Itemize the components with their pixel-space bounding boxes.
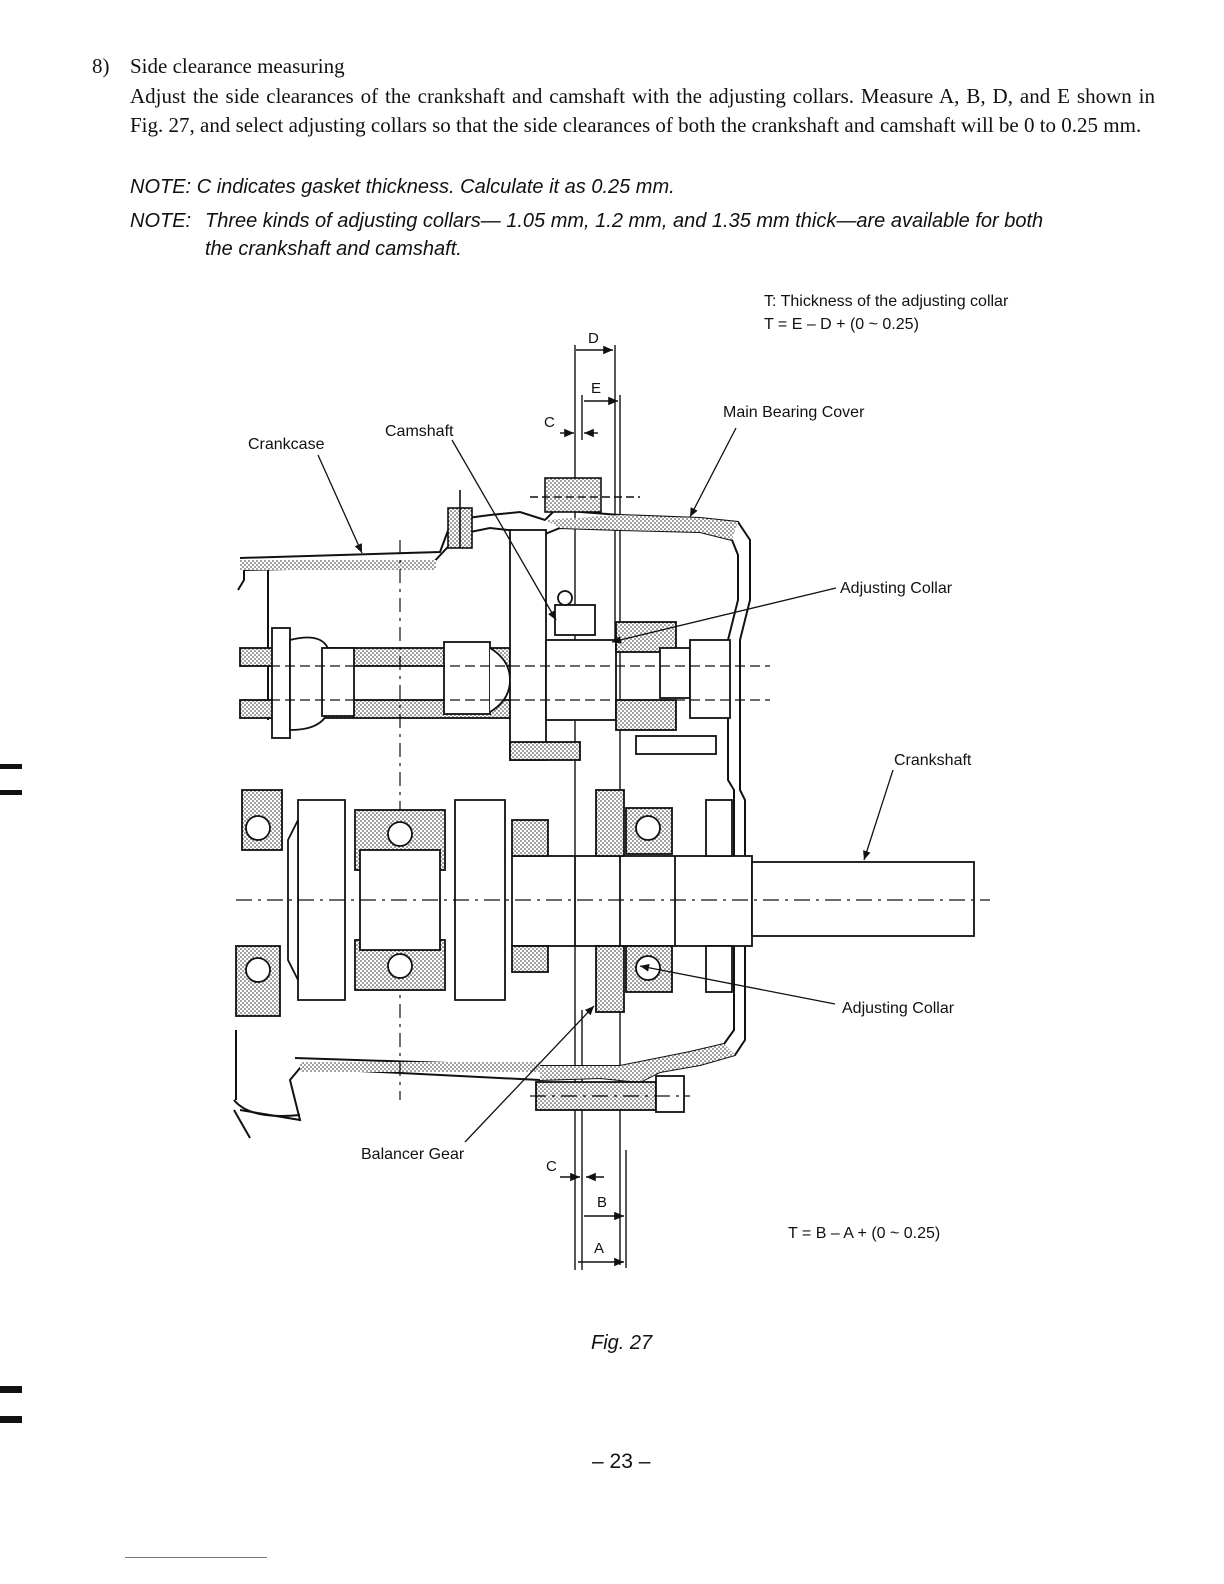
formula-bottom: T = B – A + (0 ~ 0.25) xyxy=(788,1225,940,1242)
dim-label-b: B xyxy=(597,1194,607,1211)
dim-label-e: E xyxy=(591,380,601,397)
dim-label-c-bottom: C xyxy=(546,1158,557,1175)
section-body: Adjust the side clearances of the cranks… xyxy=(130,84,1155,137)
margin-mark xyxy=(0,764,22,769)
formula-top-label: T: Thickness of the adjusting collar xyxy=(764,293,1009,310)
dimension-marks-bottom xyxy=(560,1010,627,1270)
crankshaft-assembly xyxy=(235,789,975,1113)
dim-label-c-top: C xyxy=(544,414,555,431)
note-label: NOTE: xyxy=(130,210,192,232)
camshaft xyxy=(239,529,731,761)
camshaft-centerlines xyxy=(240,540,770,1100)
note-gasket: NOTE: C indicates gasket thickness. Calc… xyxy=(130,176,675,199)
label-main-bearing-cover: Main Bearing Cover xyxy=(723,404,865,421)
note-text: C indicates gasket thickness. Calculate … xyxy=(196,176,675,198)
crankshaft-centerline xyxy=(236,899,990,1097)
page-number: – 23 – xyxy=(592,1450,651,1473)
note-text: Three kinds of adjusting collars— 1.05 m… xyxy=(205,210,1044,232)
margin-mark xyxy=(0,1386,22,1393)
note-text-continued: the crankshaft and camshaft. xyxy=(205,238,462,260)
margin-mark xyxy=(0,1416,22,1423)
formula-top: T = E – D + (0 ~ 0.25) xyxy=(764,316,919,333)
figure-caption: Fig. 27 xyxy=(591,1332,653,1354)
step-number: 8) xyxy=(92,54,110,78)
section-title: Side clearance measuring xyxy=(130,54,345,78)
label-crankcase: Crankcase xyxy=(248,436,325,453)
label-crankshaft: Crankshaft xyxy=(894,752,972,769)
label-camshaft: Camshaft xyxy=(385,423,454,440)
label-adjusting-collar-top: Adjusting Collar xyxy=(840,580,953,597)
note-collars: NOTE: Three kinds of adjusting collars— 1… xyxy=(130,207,1160,263)
label-balancer-gear: Balancer Gear xyxy=(361,1146,465,1163)
note-label: NOTE: xyxy=(130,176,192,198)
dim-label-a: A xyxy=(594,1240,604,1257)
footer-rule xyxy=(125,1557,267,1558)
label-adjusting-collar-bottom: Adjusting Collar xyxy=(842,1000,955,1017)
leader-lines xyxy=(317,427,894,1143)
top-bolt xyxy=(447,477,640,549)
margin-mark xyxy=(0,790,22,795)
dim-label-d: D xyxy=(588,330,599,347)
